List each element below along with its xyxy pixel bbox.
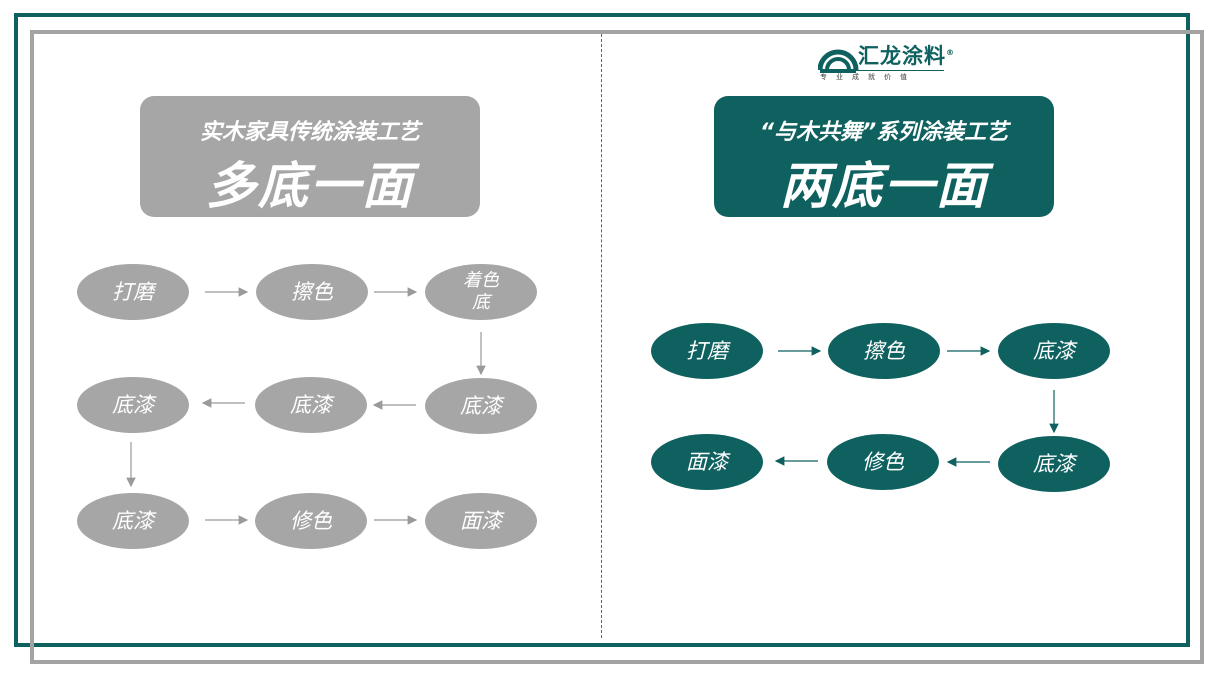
right-step-6: 面漆 bbox=[651, 434, 763, 490]
left-step-6: 底漆 bbox=[77, 377, 189, 433]
brand-tagline: 专业成就价值 bbox=[820, 70, 944, 82]
right-title-box: “与木共舞”系列涂装工艺 两底一面 bbox=[714, 96, 1054, 217]
left-step-4: 底漆 bbox=[425, 378, 537, 434]
right-step-4: 底漆 bbox=[998, 436, 1110, 492]
center-divider bbox=[601, 34, 602, 638]
right-step-1: 打磨 bbox=[651, 323, 763, 379]
outer-frame-teal bbox=[14, 13, 1190, 647]
left-step-2: 擦色 bbox=[256, 264, 368, 320]
left-step-8: 修色 bbox=[255, 493, 367, 549]
right-step-3: 底漆 bbox=[998, 323, 1110, 379]
left-step-1: 打磨 bbox=[77, 264, 189, 320]
left-step-3: 着色底 bbox=[425, 264, 537, 320]
left-step-7: 底漆 bbox=[77, 493, 189, 549]
brand-name: 汇龙涂料® bbox=[858, 44, 955, 68]
left-step-5: 底漆 bbox=[255, 377, 367, 433]
right-step-5: 修色 bbox=[827, 434, 939, 490]
right-title: 两底一面 bbox=[780, 157, 988, 215]
left-step-9: 面漆 bbox=[425, 493, 537, 549]
right-step-2: 擦色 bbox=[828, 323, 940, 379]
brand-logo-icon bbox=[818, 49, 859, 73]
right-subtitle: “与木共舞”系列涂装工艺 bbox=[759, 120, 1009, 145]
left-title: 多底一面 bbox=[206, 157, 414, 215]
left-subtitle: 实木家具传统涂装工艺 bbox=[199, 120, 420, 145]
left-title-box: 实木家具传统涂装工艺 多底一面 bbox=[140, 96, 480, 217]
outer-frame-gray bbox=[30, 30, 1204, 664]
